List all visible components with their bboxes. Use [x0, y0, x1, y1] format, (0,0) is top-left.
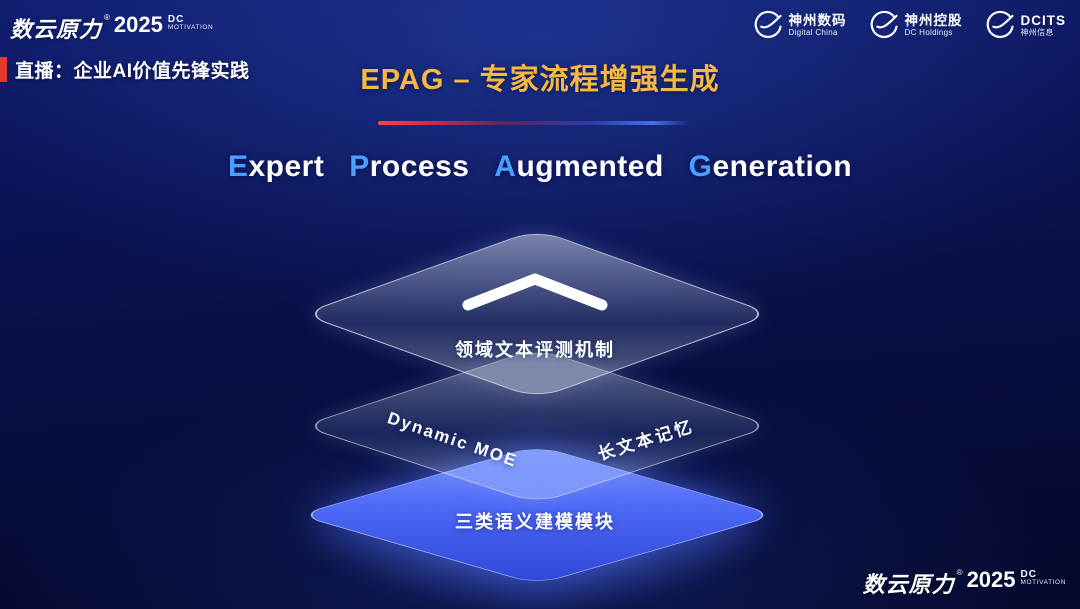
title-divider [378, 121, 690, 125]
brand-name: 数云原力 [10, 17, 103, 42]
header-brand-logo: 数云原力 ® 2025 DC MOTIVATION [10, 12, 213, 44]
partner-en-name: DC Holdings [904, 28, 953, 38]
partner-cn-name: DCITS [1020, 12, 1066, 28]
live-label-text: 直播：企业AI价值先锋实践 [15, 61, 250, 82]
top-layer-label: 领域文本评测机制 [455, 340, 615, 360]
subtitle-word: Generation [688, 150, 853, 183]
partner-cn-name: 神州控股 [904, 12, 963, 28]
brand-subtitle: DC MOTIVATION [167, 14, 214, 31]
brand-subtitle: DC MOTIVATION [1020, 569, 1066, 586]
partner-logos: 神州数码 Digital China 神州控股 DC Holdings [753, 10, 1067, 40]
subtitle-word: Augmented [494, 150, 664, 183]
partner-en-name: Digital China [788, 28, 838, 38]
subtitle-word: Expert [227, 150, 325, 183]
digital-china-swoosh-icon [753, 10, 783, 40]
brand-name: 数云原力 [862, 572, 955, 597]
partner-en-name: 神州信息 [1020, 28, 1054, 38]
subtitle-expert-process-augmented-generation: Expert Process Augmented Generation [0, 150, 1080, 184]
partner-logo-dcits: DCITS 神州信息 [985, 10, 1067, 40]
dc-holdings-swoosh-icon [869, 10, 899, 40]
chevron-up-icon [460, 272, 610, 317]
live-stream-label: 直播：企业AI价值先锋实践 [0, 56, 250, 83]
brand-year: 2025 [113, 12, 163, 37]
footer-brand-logo: 数云原力 ® 2025 DC MOTIVATION [863, 567, 1066, 599]
brand-registered-mark: ® [956, 568, 963, 577]
partner-logo-digital-china: 神州数码 Digital China [753, 10, 847, 40]
brand-registered-mark: ® [104, 13, 110, 22]
subtitle-word: Process [349, 150, 470, 183]
brand-year: 2025 [966, 567, 1016, 592]
partner-logo-dc-holdings: 神州控股 DC Holdings [869, 10, 963, 40]
partner-cn-name: 神州数码 [788, 12, 847, 28]
bottom-layer-label: 三类语义建模模块 [455, 512, 615, 532]
slide-title: EPAG – 专家流程增强生成 [360, 64, 720, 96]
dcits-swoosh-icon [985, 10, 1015, 40]
live-accent-bar [0, 57, 7, 82]
